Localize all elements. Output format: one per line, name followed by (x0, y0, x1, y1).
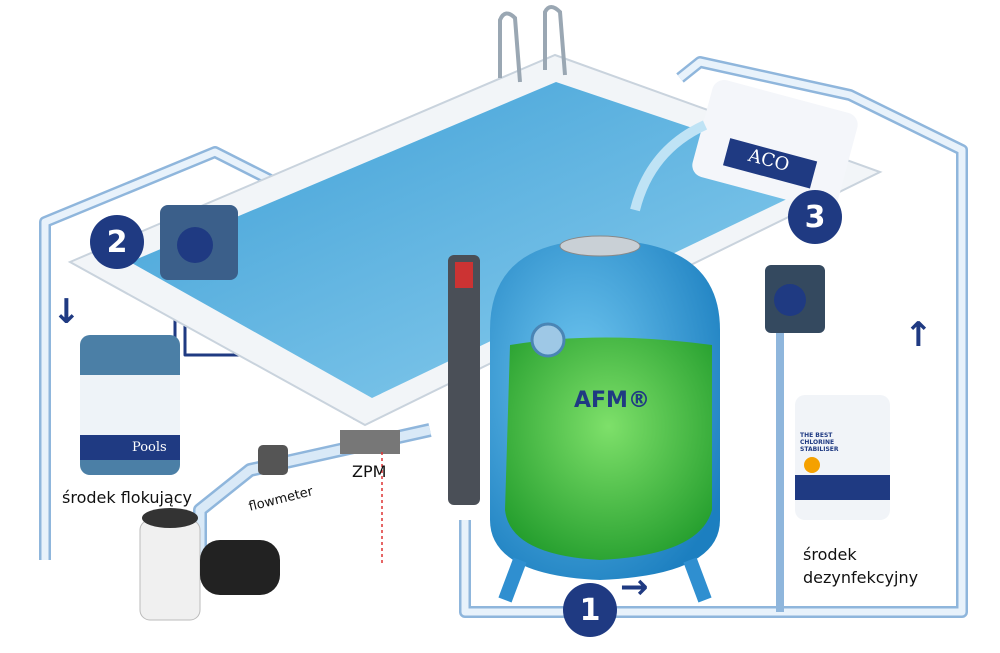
filter-media (505, 337, 712, 560)
tank-lid (559, 235, 641, 257)
arrow-right-icon: → (620, 567, 649, 607)
step-badge-3: 3 (788, 190, 842, 244)
flocculant-bottle (80, 335, 180, 475)
step-badge-1: 1 (563, 583, 617, 637)
flocculant-bottle-label: Pools (132, 440, 167, 455)
disinfectant-label-line2: dezynfekcyjny (803, 568, 919, 587)
sight-glass (530, 322, 566, 358)
step-badge-2: 2 (90, 215, 144, 269)
flowmeter-device (258, 445, 288, 475)
multiport-valve (448, 255, 480, 505)
arrow-down-icon: ↓ (52, 292, 81, 332)
aco-bottle (692, 79, 858, 211)
pouring-water (630, 120, 708, 212)
stabiliser-bottle (795, 395, 890, 520)
filter-media-label: AFM® (574, 388, 650, 413)
flocculant-label: środek flokujący (62, 488, 192, 507)
pool-ladder (498, 5, 567, 83)
zpm-valve (340, 430, 400, 454)
stabiliser-bottle-label: THE BEST CHLORINE STABILISER (800, 432, 839, 453)
pool-pump (139, 508, 280, 621)
zpm-label: ZPM (352, 462, 387, 481)
arrow-up-icon: ↑ (904, 315, 933, 355)
disinfectant-label-line1: środek (803, 545, 857, 564)
